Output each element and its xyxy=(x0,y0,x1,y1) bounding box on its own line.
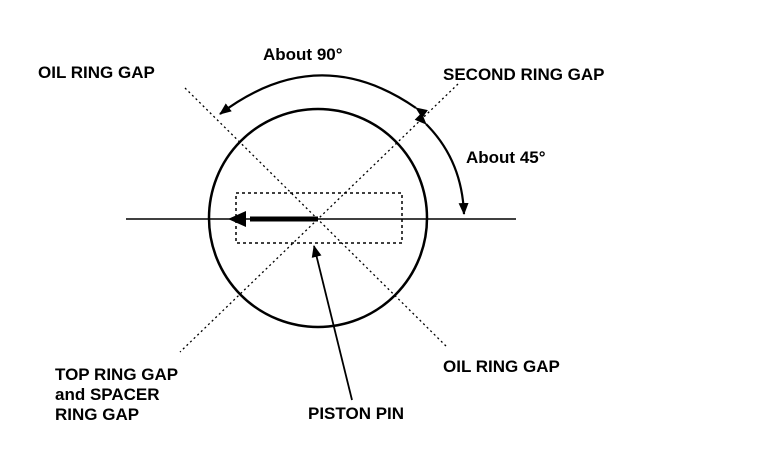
label-oil-ring-gap-top: OIL RING GAP xyxy=(38,63,155,82)
diagonal-second-top-ring xyxy=(179,83,459,353)
arc-about-90 xyxy=(219,74,428,119)
label-oil-ring-gap-bottom: OIL RING GAP xyxy=(443,357,560,376)
arc-about-45 xyxy=(414,112,469,215)
diagonal-oil-ring xyxy=(184,87,449,349)
label-top-ring-gap-2: and SPACER xyxy=(55,385,160,404)
label-top-ring-gap-3: RING GAP xyxy=(55,405,139,424)
label-about-45: About 45° xyxy=(466,148,546,167)
label-about-90: About 90° xyxy=(263,45,343,64)
label-piston-pin: PISTON PIN xyxy=(308,404,404,423)
label-second-ring-gap: SECOND RING GAP xyxy=(443,65,605,84)
piston-pin-leader xyxy=(311,245,353,401)
front-arrow-head xyxy=(228,211,246,227)
label-top-ring-gap-1: TOP RING GAP xyxy=(55,365,178,384)
